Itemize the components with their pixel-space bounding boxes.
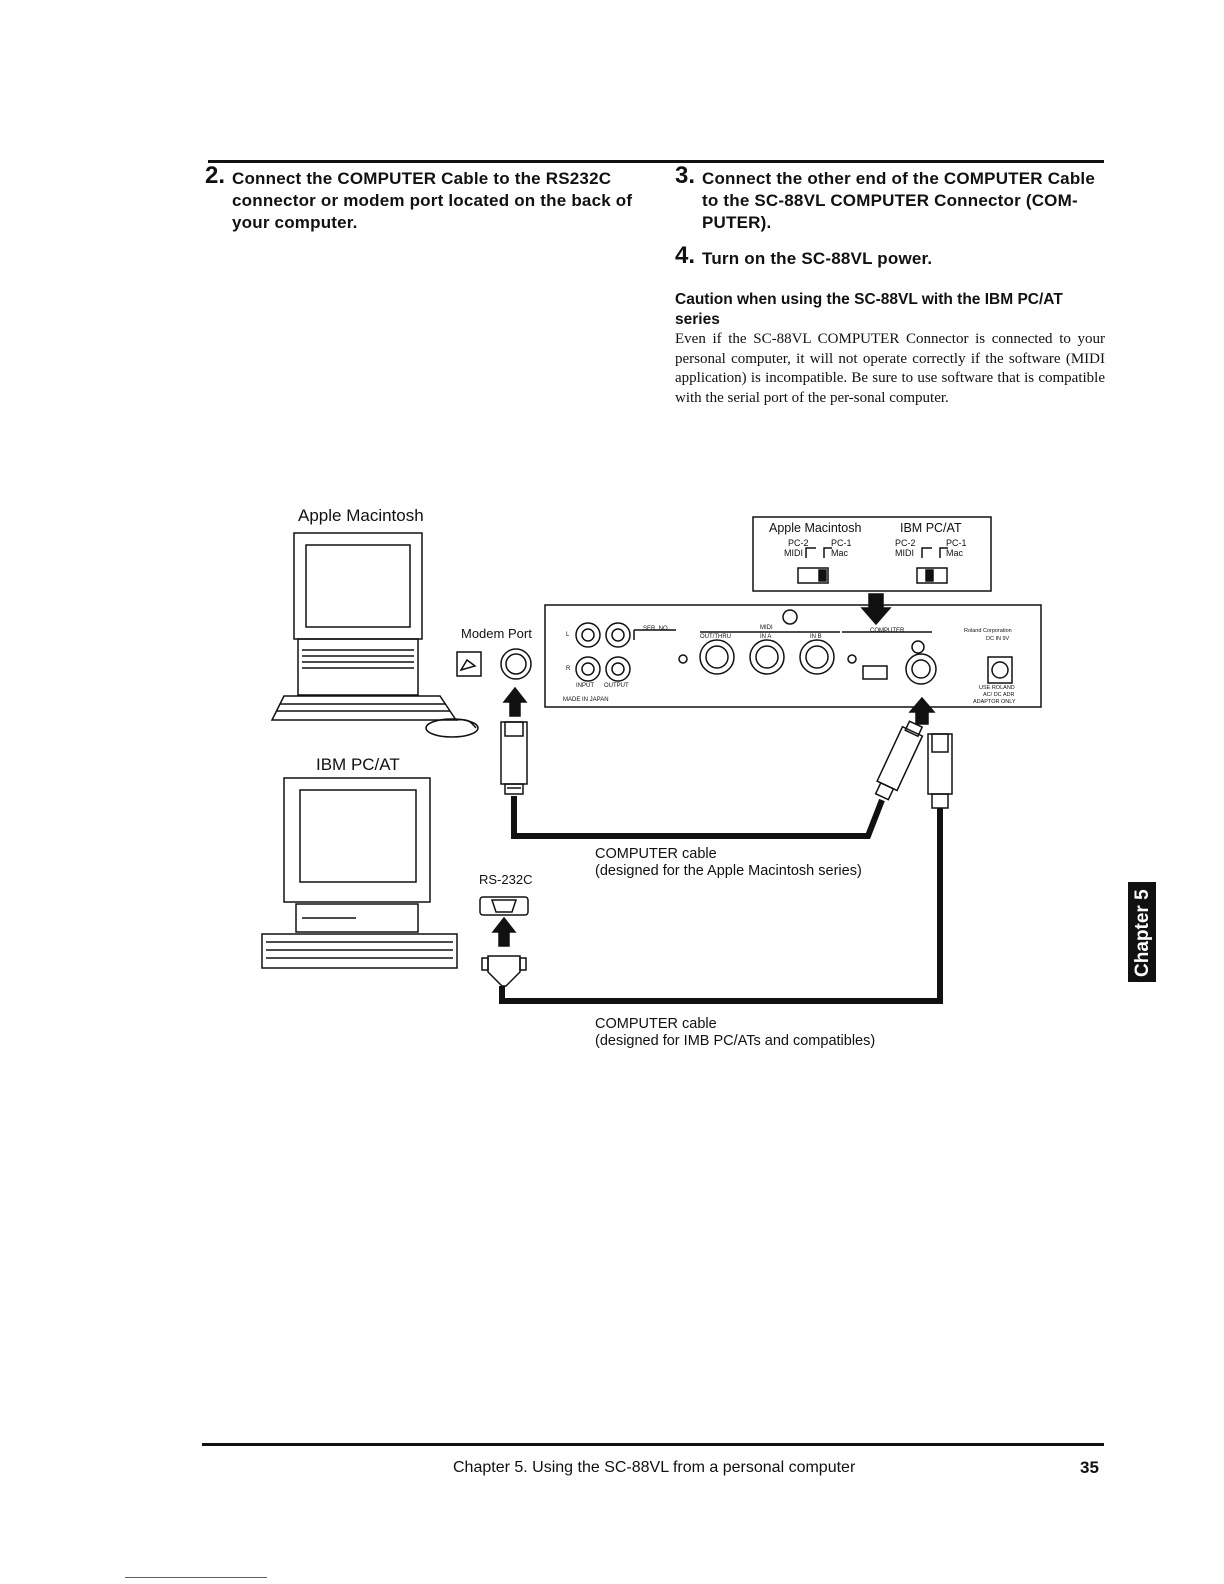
cable-ibm-title: COMPUTER cable [595, 1016, 717, 1032]
step-4: 4. Turn on the SC-88VL power. [675, 242, 1105, 270]
step-3: 3. Connect the other end of the COMPUTER… [675, 162, 1105, 234]
chapter-side-tab: Chapter 5 [1128, 882, 1156, 982]
step-number: 4. [675, 242, 696, 269]
step-2: 2. Connect the COMPUTER Cable to the RS2… [205, 162, 645, 234]
panel-ser-no: SER. NO. [643, 626, 670, 632]
ibm-computer-icon [261, 777, 458, 969]
cable-mac-desc: (designed for the Apple Macintosh series… [595, 863, 862, 879]
switch-pc2: PC-2 [788, 538, 809, 548]
panel-out-thru: OUT/THRU [700, 634, 731, 640]
panel-l: L [566, 632, 570, 638]
caution-body: Even if the SC-88VL COMPUTER Connector i… [675, 331, 1105, 406]
caution-title: Caution when using the SC-88VL with the … [675, 291, 1063, 328]
panel-midi: MIDI [760, 625, 773, 631]
page-number: 35 [1080, 1458, 1099, 1477]
right-column: 3. Connect the other end of the COMPUTER… [675, 162, 1105, 408]
mac-computer-icon [270, 532, 479, 738]
switch-mac-title: Apple Macintosh [769, 521, 862, 535]
panel-input: INPUT [576, 683, 594, 689]
panel-use-roland: USE ROLAND [979, 685, 1015, 691]
link-underline [125, 1577, 267, 1578]
switch-midi: MIDI [784, 548, 803, 558]
panel-roland: Roland Corporation [964, 628, 1012, 634]
panel-adaptor-only: ADAPTOR ONLY [973, 699, 1016, 705]
step-number: 3. [675, 162, 696, 189]
ibm-label: IBM PC/AT [316, 755, 400, 774]
panel-ac-dc: AC/ DC ADR [983, 692, 1015, 698]
panel-computer: COMPUTER [870, 628, 905, 634]
step-text: Connect the other end of the COMPUTER Ca… [702, 169, 1096, 232]
top-rule [208, 160, 1104, 163]
step-text: Turn on the SC-88VL power. [702, 249, 933, 268]
panel-in-b: IN B [810, 634, 822, 640]
switch-midi-ibm: MIDI [895, 548, 914, 558]
step-number: 2. [205, 162, 226, 189]
panel-r: R [566, 666, 571, 672]
switch-pc1-ibm: PC-1 [946, 538, 967, 548]
rs232c-label: RS-232C [479, 872, 533, 887]
switch-ibm-title: IBM PC/AT [900, 521, 962, 535]
switch-pc2-ibm: PC-2 [895, 538, 916, 548]
modem-port-label: Modem Port [461, 626, 532, 641]
mac-label: Apple Macintosh [298, 506, 424, 525]
panel-output: OUTPUT [604, 683, 629, 689]
step-text: Connect the COMPUTER Cable to the RS232C… [232, 169, 633, 232]
cable-mac-title: COMPUTER cable [595, 846, 717, 862]
bottom-rule [202, 1443, 1104, 1446]
switch-pc1: PC-1 [831, 538, 852, 548]
panel-dc-in: DC IN 9V [986, 636, 1010, 642]
switch-mac: Mac [831, 548, 849, 558]
left-column: 2. Connect the COMPUTER Cable to the RS2… [205, 162, 645, 244]
footer-chapter: Chapter 5. Using the SC-88VL from a pers… [453, 1459, 856, 1476]
switch-mac-ibm: Mac [946, 548, 964, 558]
panel-made-in: MADE IN JAPAN [563, 697, 609, 703]
side-tab-label: Chapter 5 [1132, 889, 1153, 977]
panel-in-a: IN A [760, 634, 772, 640]
cable-ibm-desc: (designed for IMB PC/ATs and compatibles… [595, 1033, 876, 1049]
